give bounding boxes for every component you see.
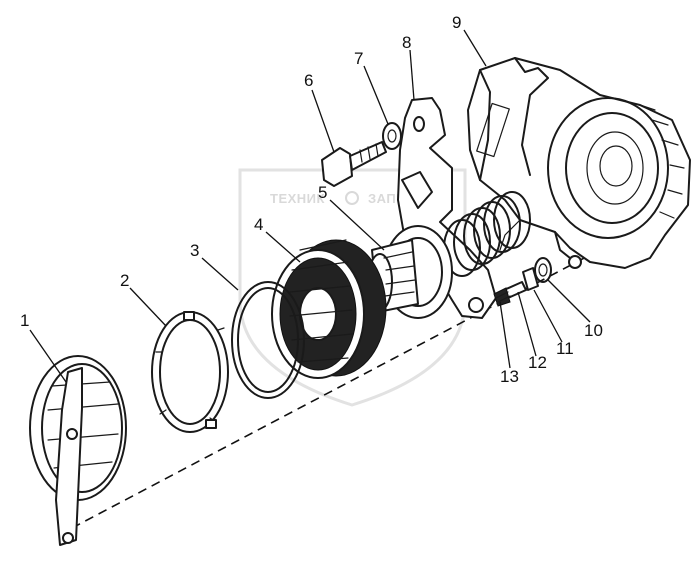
callout-1: 1 [20,311,29,330]
part-13-stud [493,287,511,307]
part-10-washer [534,257,552,283]
callout-8: 8 [402,33,411,52]
watermark-gear-icon [345,191,359,205]
part-11-nut [522,267,539,291]
part-1-cover [29,355,127,546]
watermark-text-left: ТЕХНИК [270,191,325,206]
callout-3: 3 [190,241,199,260]
watermark-shield [238,168,467,407]
callout-13: 13 [500,367,519,386]
callout-4: 4 [254,215,263,234]
callout-6: 6 [304,71,313,90]
callout-2: 2 [120,271,129,290]
callout-labels: 1 2 3 4 5 6 7 8 9 10 11 12 13 [20,13,603,386]
part-4-gear [271,239,387,379]
callout-12: 12 [528,353,547,372]
part-2-friction-ring [151,311,229,433]
part-3-ring [231,281,305,399]
callout-9: 9 [452,13,461,32]
part-9-housing [467,57,691,269]
part-7-washer [382,122,402,150]
callout-10: 10 [584,321,603,340]
callout-11: 11 [556,339,574,358]
callout-7: 7 [354,49,363,68]
part-6-bolt [321,141,387,187]
leader-lines [29,29,591,383]
callout-5: 5 [318,183,327,202]
